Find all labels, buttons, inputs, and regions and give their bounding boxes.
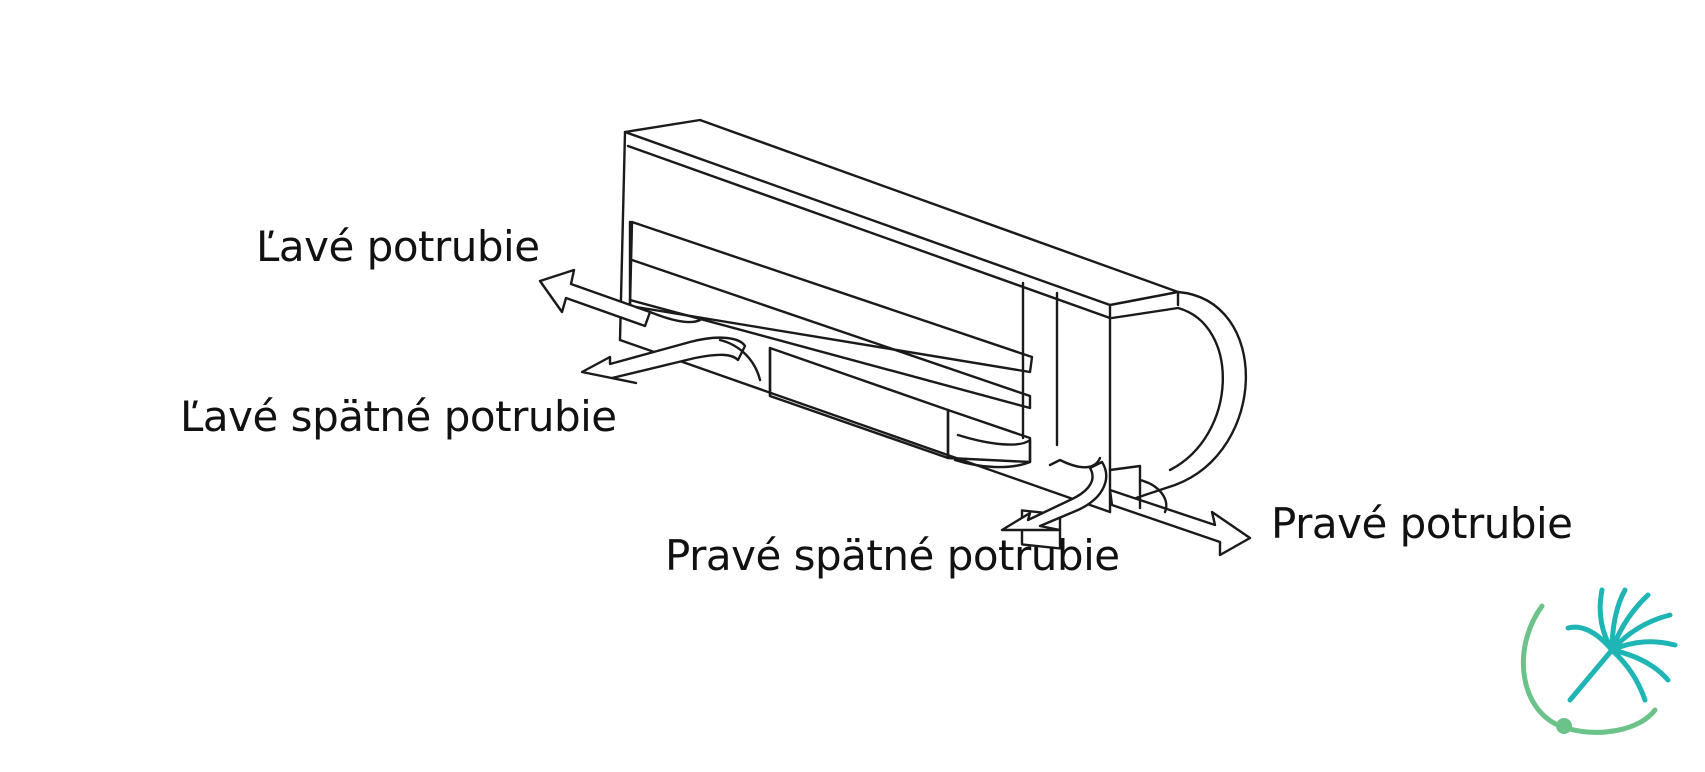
label-right-back-piping: Pravé spätné potrubie <box>665 531 1120 580</box>
label-right-piping: Pravé potrubie <box>1271 499 1573 548</box>
label-left-piping: Ľavé potrubie <box>256 222 540 271</box>
label-left-back-piping: Ľavé spätné potrubie <box>180 392 617 441</box>
unit-side-cover <box>1128 290 1247 502</box>
dandelion-logo-icon <box>1520 587 1678 735</box>
unit-top-face <box>623 118 1180 307</box>
indoor-unit <box>618 118 1247 550</box>
unit-bottom-edge <box>618 338 1112 514</box>
right-piping-arrow <box>1108 464 1252 557</box>
left-back-piping-arrow <box>580 336 772 398</box>
left-piping-arrow <box>538 268 702 328</box>
right-back-piping-arrow <box>953 433 1108 532</box>
